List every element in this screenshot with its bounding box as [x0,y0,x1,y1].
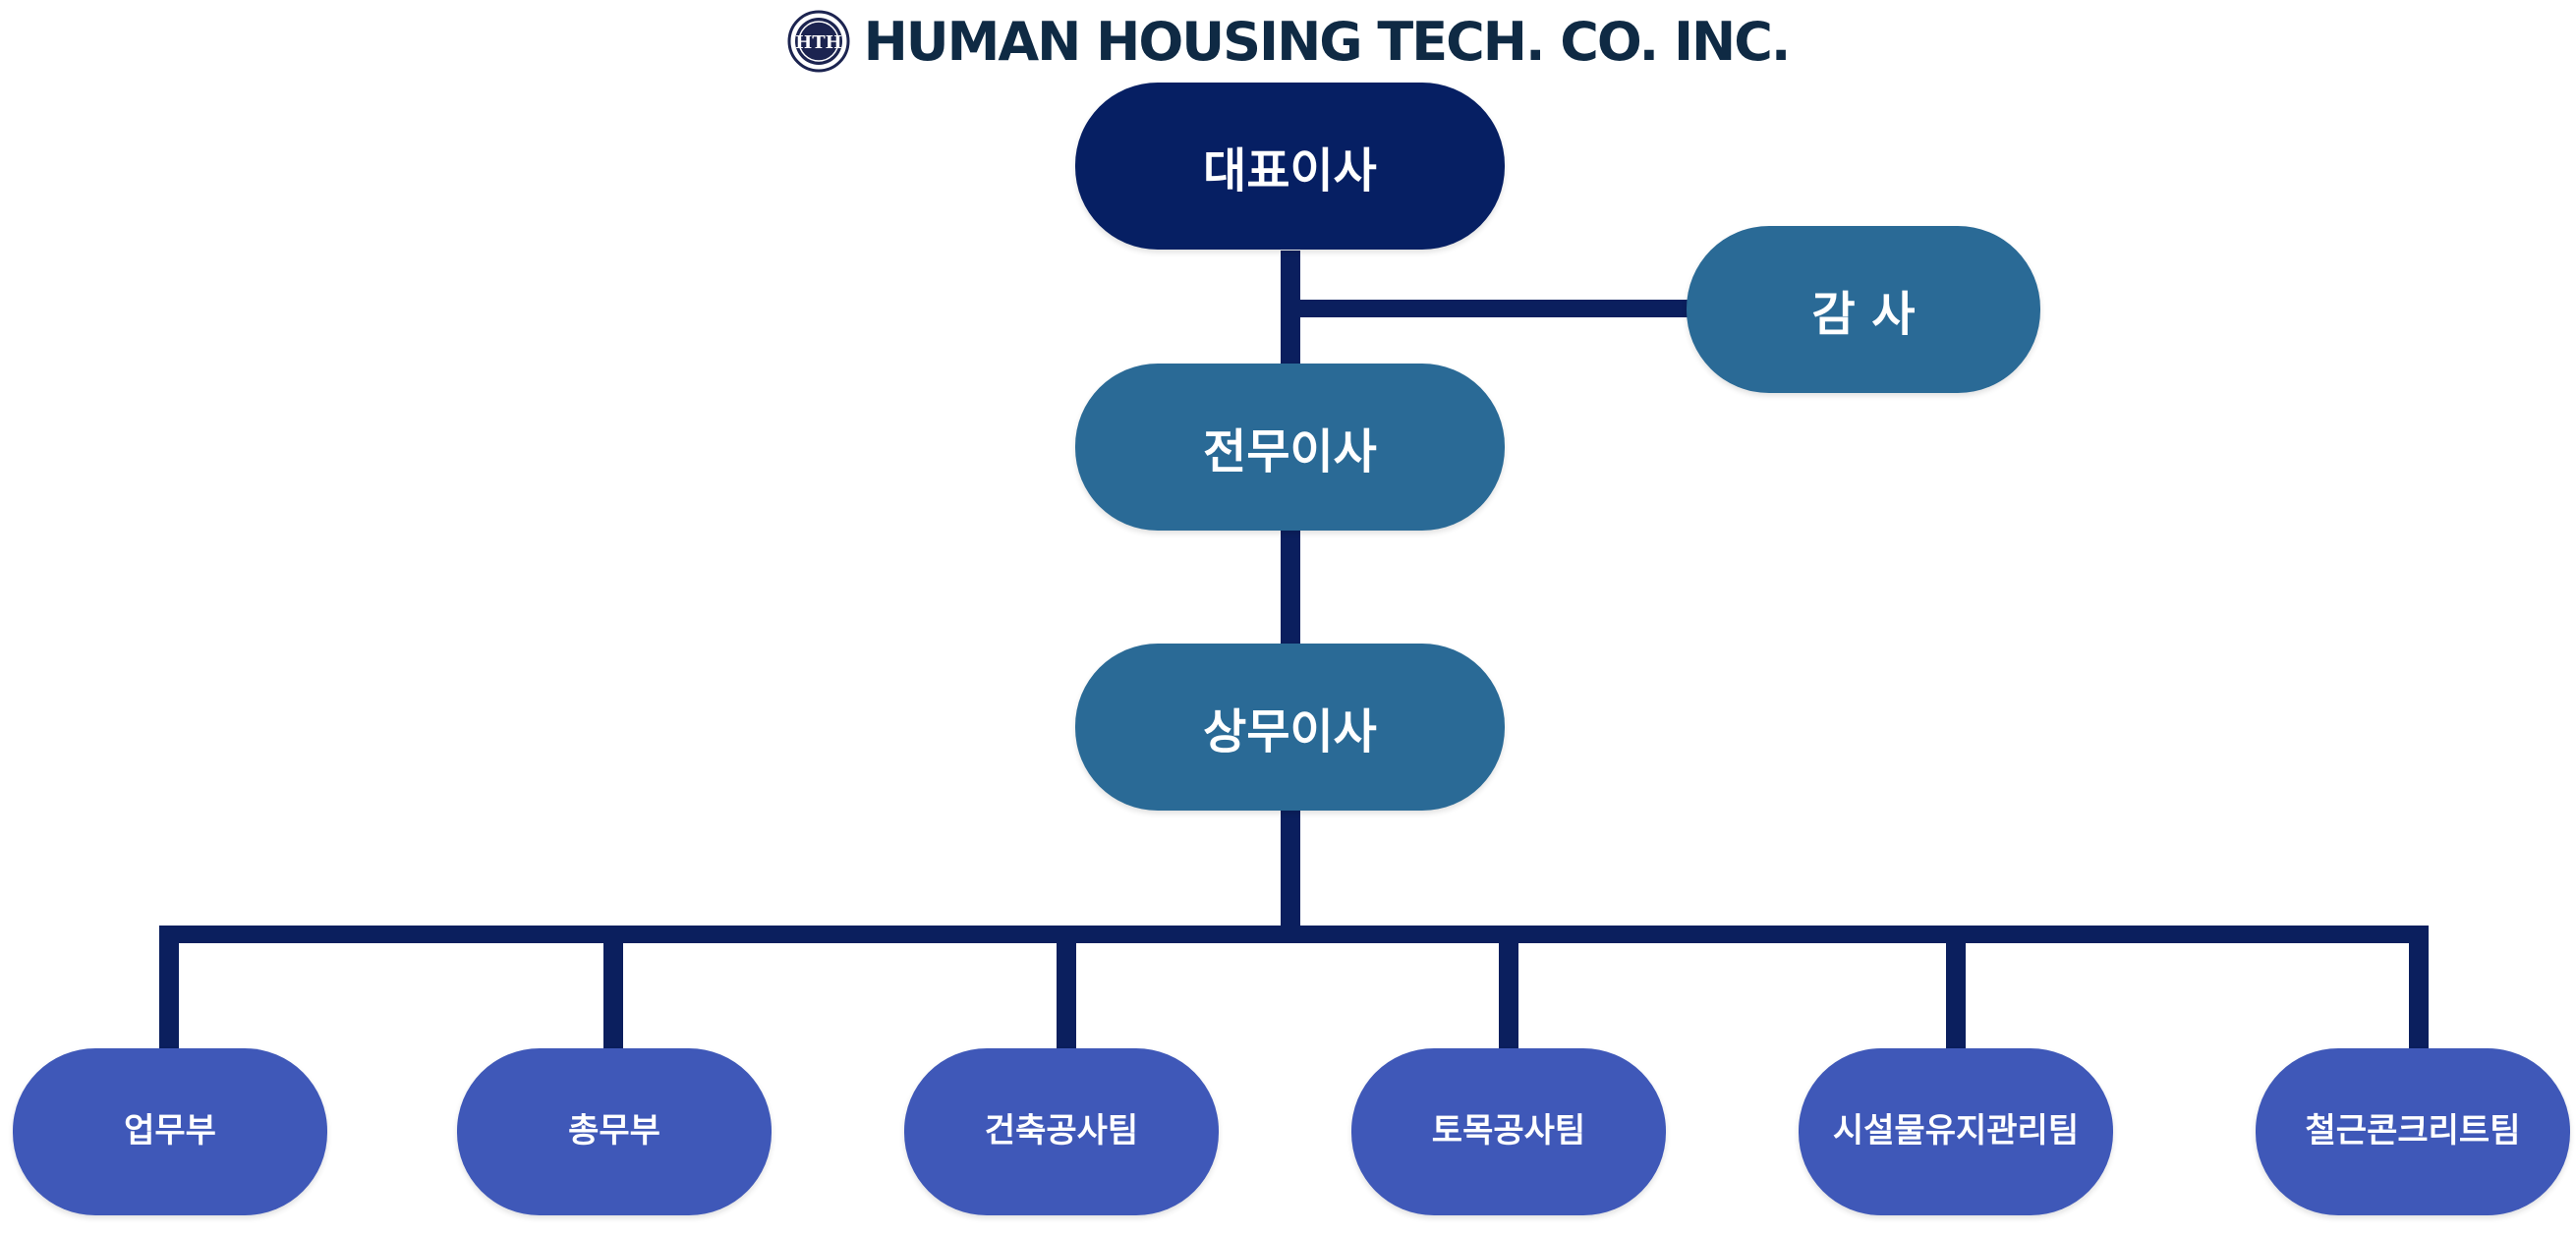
team-label: 총무부 [568,1111,660,1151]
team-box-general-affairs: 총무부 [457,1048,772,1215]
connector-team-drop [1946,926,1966,1049]
team-box-business: 업무부 [13,1048,327,1215]
connector-team-bus [159,926,2429,943]
team-box-rebar-concrete: 철근 콘크리트팀 [2256,1048,2570,1215]
team-box-facility-maintenance: 시설물 유지관리팀 [1799,1048,2113,1215]
team-label: 토목공사팀 [1431,1111,1586,1151]
connector-to-auditor [1290,300,1695,317]
team-box-architecture: 건축공사팀 [904,1048,1219,1215]
connector-team-drop [603,926,623,1049]
connector-team-drop [1499,926,1518,1049]
connector-ceo-to-md [1281,251,1300,931]
team-label-line2: 유지관리팀 [1924,1111,2080,1151]
company-name: HUMAN HOUSING TECH. CO. INC. [863,10,1792,73]
team-box-civil: 토목공사팀 [1351,1048,1666,1215]
team-label-line1: 시설물 [1832,1111,1925,1151]
auditor-box: 감 사 [1687,226,2040,393]
team-label-line1: 철근 [2305,1111,2368,1151]
executive-director-box: 전무이사 [1075,364,1505,531]
team-label: 건축공사팀 [984,1111,1139,1151]
team-label: 업무부 [124,1111,216,1151]
connector-team-drop [2409,926,2429,1049]
ceo-box: 대표이사 [1075,83,1505,250]
company-logo: HTH [787,10,850,73]
connector-team-drop [159,926,179,1049]
team-label-line2: 콘크리트팀 [2367,1111,2521,1151]
connector-team-drop [1057,926,1076,1049]
managing-director-box: 상무이사 [1075,644,1505,811]
header: HTH HUMAN HOUSING TECH. CO. INC. [0,0,2576,83]
logo-text: HTH [795,32,841,53]
